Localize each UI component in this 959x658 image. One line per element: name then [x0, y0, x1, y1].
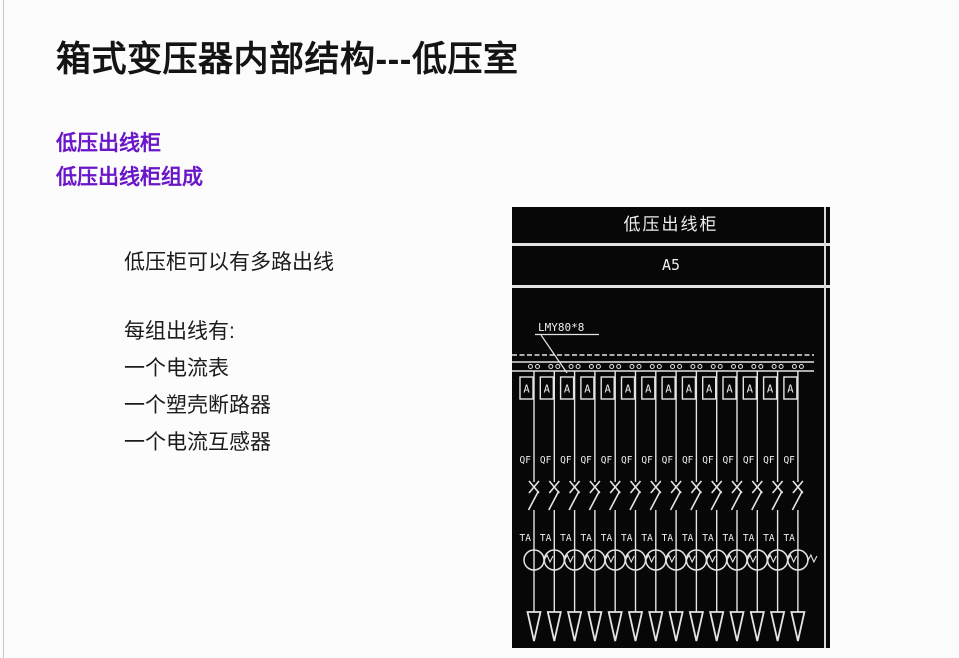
slide-left-edge-line	[3, 0, 4, 658]
section-heading-cabinet-composition: 低压出线柜组成	[56, 166, 203, 189]
svg-text:QF: QF	[641, 455, 653, 466]
svg-text:A: A	[747, 384, 754, 396]
svg-text:TA: TA	[743, 533, 755, 544]
feeder-branch-3: A QF TA	[559, 364, 595, 642]
list-item-ammeter: 一个电流表	[124, 357, 229, 380]
list-item-current-transformer: 一个电流互感器	[124, 431, 271, 454]
svg-text:TA: TA	[682, 533, 694, 544]
svg-text:QF: QF	[682, 455, 694, 466]
svg-text:TA: TA	[662, 533, 674, 544]
svg-text:A: A	[605, 384, 612, 396]
svg-text:TA: TA	[601, 533, 613, 544]
svg-text:QF: QF	[580, 455, 592, 466]
svg-text:QF: QF	[662, 455, 674, 466]
svg-text:QF: QF	[540, 455, 552, 466]
list-item-breaker: 一个塑壳断路器	[124, 394, 271, 417]
svg-text:A: A	[645, 384, 652, 396]
svg-text:A: A	[665, 384, 672, 396]
svg-text:QF: QF	[621, 455, 633, 466]
svg-text:TA: TA	[560, 533, 572, 544]
svg-text:QF: QF	[601, 455, 613, 466]
feeder-branch-8: A QF TA	[661, 364, 696, 642]
feeder-branch-10: A QF TA	[701, 364, 737, 642]
svg-text:TA: TA	[783, 533, 795, 544]
svg-text:A: A	[706, 384, 713, 396]
list-header: 每组出线有:	[124, 320, 235, 343]
feeder-branch-11: A QF TA	[722, 364, 757, 642]
busbar-label: LMY80*8	[538, 321, 584, 334]
feeder-branch-5: A QF TA	[600, 364, 635, 642]
feeder-branch-1: A QF TA	[519, 364, 554, 642]
svg-text:A: A	[544, 384, 551, 396]
svg-text:A: A	[686, 384, 693, 396]
svg-text:A: A	[726, 384, 733, 396]
feeder-branch-14: A QF TA	[783, 364, 818, 642]
body-paragraph: 低压柜可以有多路出线	[124, 251, 334, 274]
svg-text:QF: QF	[560, 455, 572, 466]
feeder-branch-7: A QF TA	[641, 364, 676, 642]
cabinet-right-border-line	[824, 207, 826, 648]
svg-text:A: A	[584, 384, 591, 396]
svg-text:A: A	[787, 384, 794, 396]
feeder-branch-2: A QF TA	[539, 364, 574, 642]
page-title: 箱式变压器内部结构---低压室	[56, 40, 519, 79]
feeder-branch-9: A QF TA	[681, 364, 716, 642]
svg-text:TA: TA	[702, 533, 714, 544]
diagram-cabinet-id-bar: A5	[512, 246, 830, 288]
svg-text:TA: TA	[621, 533, 633, 544]
svg-text:QF: QF	[702, 455, 714, 466]
feeder-branch-13: A QF TA	[762, 364, 798, 642]
diagram-title-bar: 低压出线柜	[512, 207, 830, 246]
feeder-branch-4: A QF TA	[580, 364, 615, 642]
section-heading-outlet-cabinet: 低压出线柜	[56, 132, 161, 155]
svg-text:TA: TA	[763, 533, 775, 544]
feeder-branch-6: A QF TA	[620, 364, 655, 642]
feeder-branch-12: A QF TA	[742, 364, 777, 642]
svg-text:QF: QF	[763, 455, 775, 466]
svg-text:A: A	[523, 384, 530, 396]
body-text: 低压柜可以有多路出线 每组出线有: 一个电流表 一个塑壳断路器 一个电流互感器	[124, 244, 334, 461]
svg-text:A: A	[767, 384, 774, 396]
svg-text:QF: QF	[520, 455, 532, 466]
section-headings: 低压出线柜 低压出线柜组成	[56, 127, 203, 195]
svg-text:TA: TA	[540, 533, 552, 544]
svg-text:QF: QF	[783, 455, 795, 466]
svg-text:TA: TA	[723, 533, 735, 544]
svg-text:TA: TA	[580, 533, 592, 544]
svg-text:A: A	[625, 384, 632, 396]
svg-text:QF: QF	[743, 455, 755, 466]
svg-text:TA: TA	[641, 533, 653, 544]
svg-text:TA: TA	[520, 533, 532, 544]
schematic-drawing: LMY80*8A QF TA A QF TA A QF TA A QF TA A QF TA A QF TA A QF…	[512, 321, 818, 642]
svg-text:A: A	[564, 384, 571, 396]
svg-text:QF: QF	[723, 455, 735, 466]
